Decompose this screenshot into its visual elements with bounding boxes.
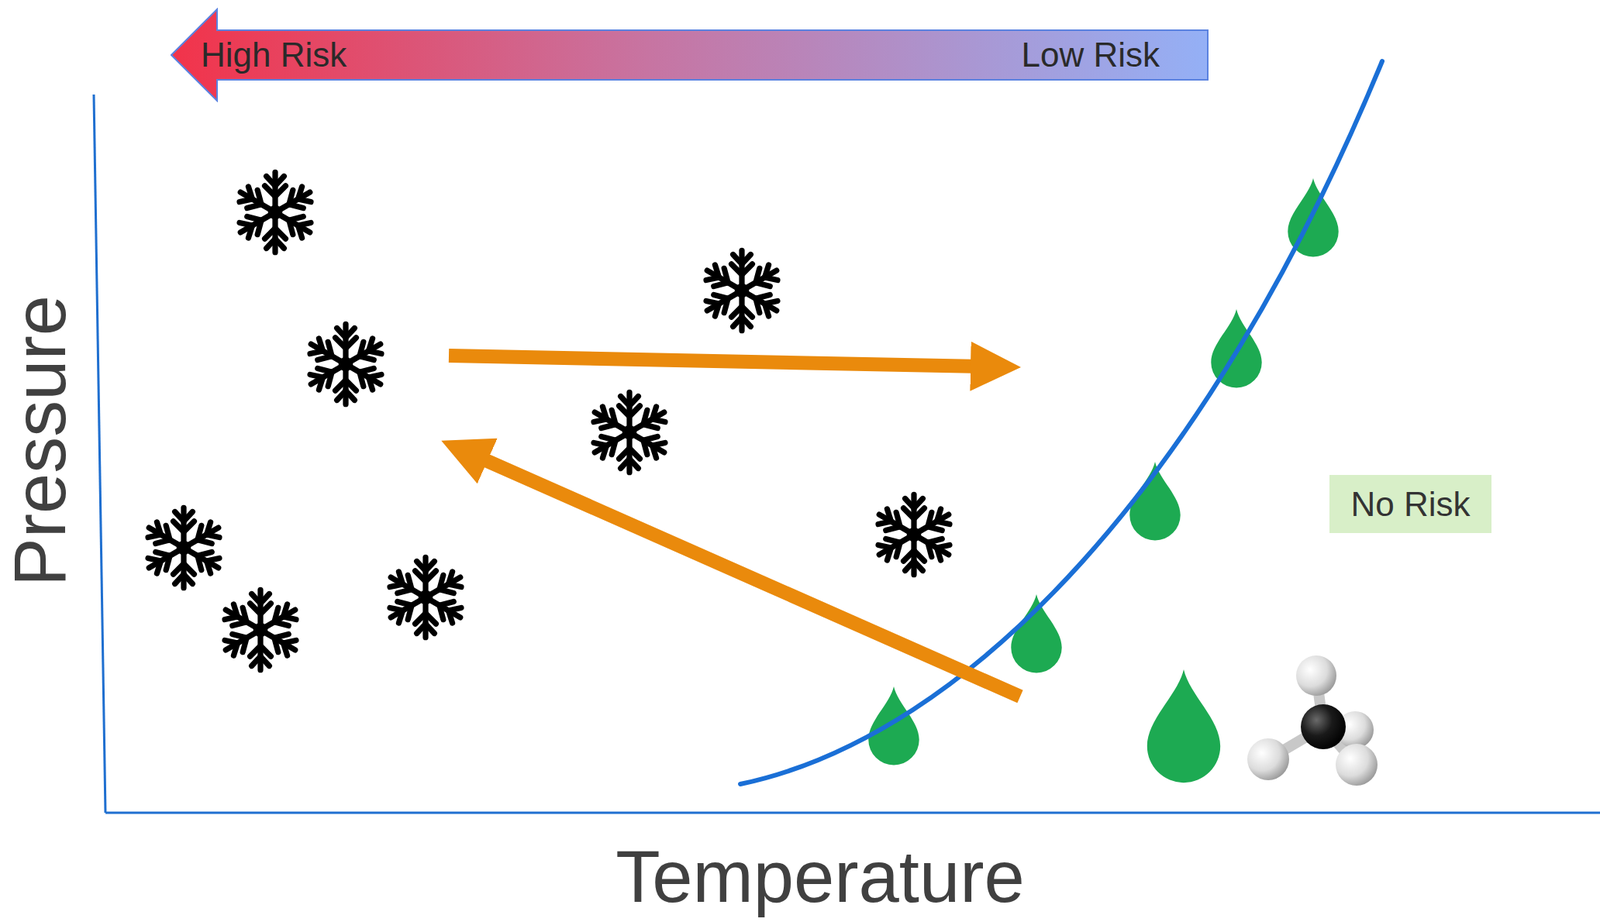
snowflakes — [144, 172, 955, 670]
axes — [93, 94, 1600, 814]
node-text: High Risk — [200, 35, 347, 75]
process-arrows — [448, 355, 1021, 697]
equilibrium-curve — [740, 61, 1383, 785]
risk-arrow: High Risk Low Risk — [170, 7, 1210, 103]
axis-title-x: Temperature — [615, 841, 1025, 914]
risk-arrow-outline — [171, 9, 1208, 101]
node-text: Low Risk — [1021, 35, 1161, 75]
methane-molecule — [1247, 655, 1378, 787]
node-text: No Risk — [1350, 485, 1470, 525]
axis-title-y: Pressure — [3, 295, 77, 587]
no-risk-box: No Risk — [1329, 475, 1492, 534]
